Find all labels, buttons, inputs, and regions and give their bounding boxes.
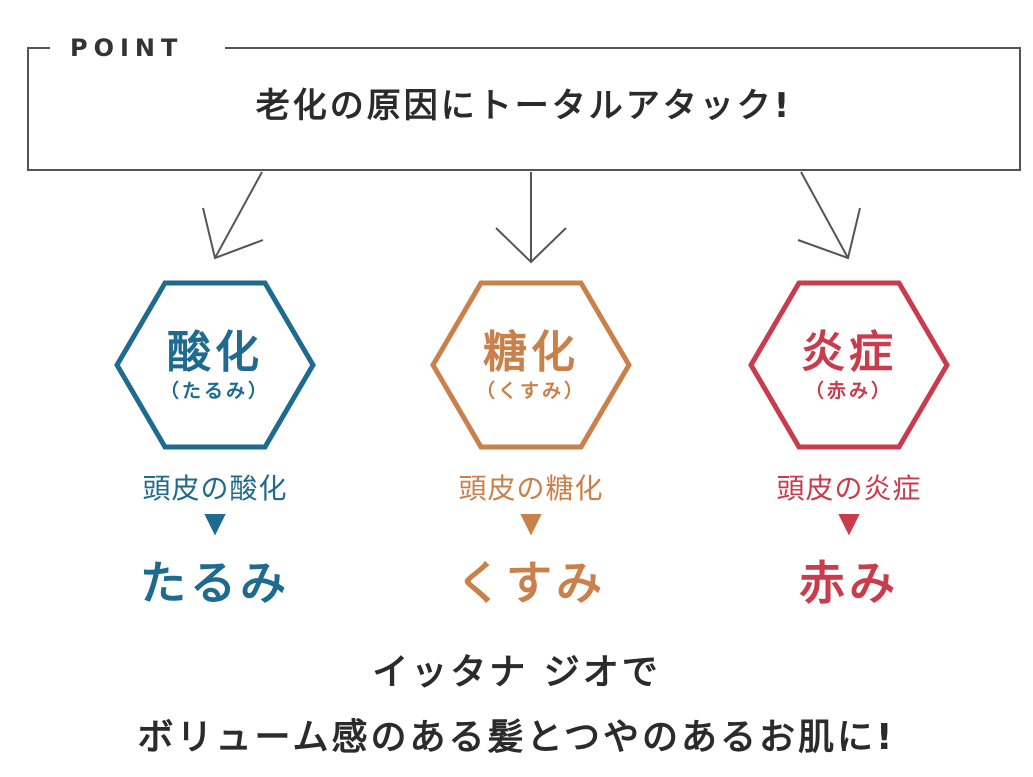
point-label: POINT xyxy=(62,34,192,62)
point-headline: 老化の原因にトータルアタック! xyxy=(255,86,793,126)
arrow-left xyxy=(202,171,264,260)
down-triangle-icon: ▼ xyxy=(520,506,542,539)
point-frame xyxy=(27,47,1021,171)
cause-title-glycation: 糖化 xyxy=(483,327,579,378)
footer-line-1: イッタナ ジオで xyxy=(372,652,661,693)
cause-title-inflammation: 炎症 xyxy=(801,327,897,378)
down-triangle-icon: ▼ xyxy=(204,506,226,539)
footer-line-2: ボリューム感のある髪とつやのあるお肌に! xyxy=(137,717,896,758)
hexagon-glycation xyxy=(430,280,632,450)
cause-result-inflammation: 赤み xyxy=(799,556,899,610)
cause-description-glycation: 頭皮の糖化 xyxy=(458,472,604,505)
hexagon-oxidation xyxy=(114,280,316,450)
cause-result-glycation: くすみ xyxy=(456,556,606,610)
cause-description-inflammation: 頭皮の炎症 xyxy=(776,472,922,505)
cause-subtitle-glycation: （くすみ） xyxy=(475,380,586,402)
cause-subtitle-oxidation: （たるみ） xyxy=(159,380,270,402)
arrow-center xyxy=(495,172,567,264)
cause-title-oxidation: 酸化 xyxy=(167,327,263,378)
cause-result-oxidation: たるみ xyxy=(140,556,290,610)
hexagon-inflammation xyxy=(748,280,950,450)
cause-subtitle-inflammation: （赤み） xyxy=(804,380,893,402)
cause-description-oxidation: 頭皮の酸化 xyxy=(142,472,288,505)
down-triangle-icon: ▼ xyxy=(838,506,860,539)
arrow-right xyxy=(797,171,861,260)
